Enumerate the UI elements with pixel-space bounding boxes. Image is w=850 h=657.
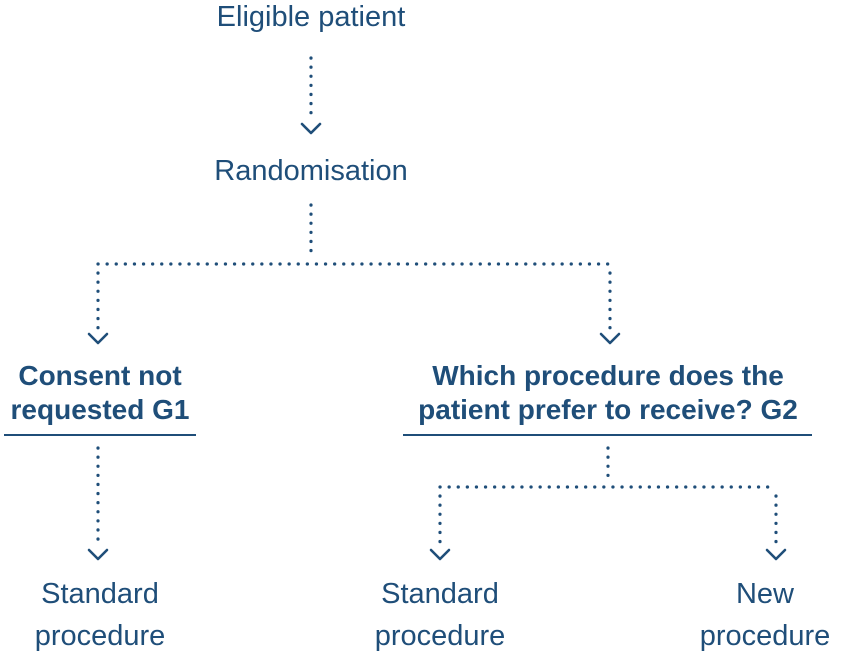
node-g1-line1: Consent not: [18, 360, 182, 391]
node-g1-consent-not-requested: Consent not requested G1: [0, 359, 200, 427]
node-g2-patient-preference: Which procedure does the patient prefer …: [396, 359, 820, 427]
node-g2-standard-procedure: Standard procedure: [340, 573, 540, 657]
node-randomisation: Randomisation: [160, 150, 462, 192]
arrowhead-g1-standard: [87, 548, 109, 561]
arrowhead-randomisation: [300, 122, 322, 135]
node-g1-standard-line1: Standard: [41, 578, 159, 610]
node-g2-new-line1: New: [735, 578, 794, 610]
arrowhead-g2-new: [765, 548, 787, 561]
node-g2-new-line2: procedure: [699, 620, 831, 652]
node-g1-standard-procedure: Standard procedure: [0, 573, 200, 657]
node-g2-standard-line1: Standard: [381, 578, 499, 610]
node-g2-line2: patient prefer to receive? G2: [418, 394, 798, 425]
node-g2-standard-line2: procedure: [374, 620, 506, 652]
arrowhead-g1: [87, 332, 109, 345]
node-eligible-patient: Eligible patient: [160, 0, 462, 38]
node-eligible-text: Eligible patient: [216, 1, 406, 33]
node-g1-line2: requested G1: [10, 394, 190, 425]
node-g1-standard-line2: procedure: [34, 620, 166, 652]
node-randomisation-text: Randomisation: [214, 155, 408, 187]
arrowhead-g2: [599, 332, 621, 345]
arrowhead-g2-standard: [429, 548, 451, 561]
node-g2-line1: Which procedure does the: [432, 360, 784, 391]
node-g2-new-procedure: New procedure: [680, 573, 850, 657]
